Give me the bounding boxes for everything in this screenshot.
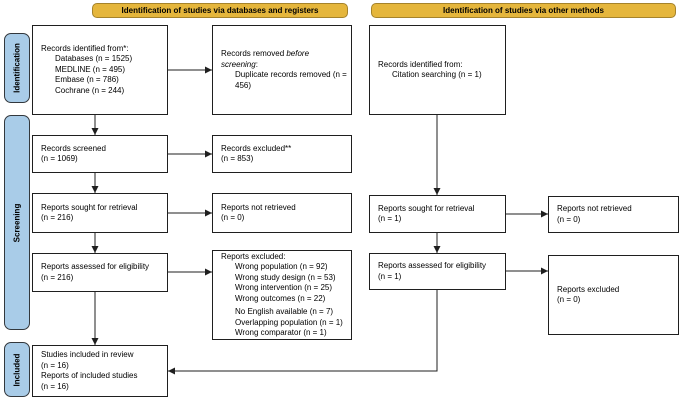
box-text-line: (n = 16) — [41, 360, 69, 370]
box-text-line: Wrong population (n = 92) — [235, 262, 328, 271]
box-text-line: (n = 0) — [221, 213, 245, 222]
box-text-line: Citation searching (n = 1) — [392, 70, 482, 79]
stage-bar-identification: Identification — [4, 33, 30, 103]
box-text-line: (n = 853) — [221, 154, 254, 163]
box-reports-assessed: Reports assessed for eligibility(n = 216… — [32, 253, 168, 292]
box-text-line: Records identified from: — [378, 59, 463, 69]
box-text-line: No English available (n = 7) — [235, 307, 334, 316]
box-text-line: (n = 216) — [41, 272, 74, 282]
box-reports-sought: Reports sought for retrieval(n = 216) — [32, 193, 168, 233]
box-records-screened: Records screened(n = 1069) — [32, 135, 168, 173]
box-text-line: Databases (n = 1525) — [55, 54, 133, 64]
box-studies-included: Studies included in review(n = 16)Report… — [32, 345, 168, 397]
box-text-line: Reports not retrieved — [221, 202, 296, 212]
box-text-line: Wrong comparator (n = 1) — [235, 328, 327, 337]
box-text-line: Records removed before — [221, 49, 310, 58]
box-text-line: Reports assessed for eligibility — [41, 262, 150, 271]
box-text-line: Duplicate records removed (n = — [235, 70, 347, 79]
stage-label-identification: Identification — [12, 43, 22, 93]
box-text-line: Records identified from*: — [41, 43, 129, 53]
stage-bar-screening: Screening — [4, 115, 30, 330]
box-text-line: screening: — [221, 59, 258, 69]
box-reports-not-retrieved: Reports not retrieved(n = 0) — [212, 193, 352, 233]
box-text-line: Embase (n = 786) — [55, 75, 119, 85]
box-text-line: (n = 16) — [41, 381, 69, 391]
box-reports-not-retrieved-other: Reports not retrieved(n = 0) — [548, 196, 679, 233]
box-reports-excluded-other: Reports excluded(n = 0) — [548, 255, 679, 335]
box-text-line: (n = 1069) — [41, 154, 78, 163]
box-reports-assessed-other: Reports assessed for eligibility(n = 1) — [369, 253, 506, 290]
box-text-line: (n = 216) — [41, 213, 74, 222]
box-text-line: Reports not retrieved — [557, 204, 632, 213]
box-text-line: Reports of included studies — [41, 371, 138, 380]
box-text-line: Wrong intervention (n = 25) — [235, 283, 333, 292]
box-reports-sought-other: Reports sought for retrieval(n = 1) — [369, 195, 506, 233]
box-records-identified: Records identified from*:Databases (n = … — [32, 25, 168, 115]
stage-label-included: Included — [12, 353, 22, 386]
stage-bar-included: Included — [4, 342, 30, 397]
box-text-line: Records excluded** — [221, 143, 292, 153]
box-text-line: (n = 1) — [378, 214, 402, 223]
box-text-line: Reports sought for retrieval — [378, 203, 475, 213]
box-text-line: 456) — [235, 80, 252, 90]
box-text-line: Records screened — [41, 143, 106, 153]
box-text-line: Reports excluded: — [221, 251, 286, 261]
header-other-methods: Identification of studies via other meth… — [371, 3, 676, 18]
box-text-line: Reports excluded — [557, 284, 620, 294]
box-text-line: Studies included in review — [41, 350, 134, 359]
box-text-line: Overlapping population (n = 1) — [235, 317, 343, 327]
box-text-line: Wrong study design (n = 53) — [235, 272, 336, 282]
box-text-line: Wrong outcomes (n = 22) — [235, 293, 326, 303]
header-databases-registers: Identification of studies via databases … — [92, 3, 348, 18]
box-text-line: MEDLINE (n = 495) — [55, 64, 126, 74]
box-text-line: (n = 0) — [557, 295, 581, 304]
box-text-line: Reports assessed for eligibility — [378, 261, 487, 270]
box-records-excluded: Records excluded**(n = 853) — [212, 135, 352, 173]
box-text-line: Cochrane (n = 244) — [55, 85, 125, 95]
box-reports-excluded-reasons: Reports excluded:Wrong population (n = 9… — [212, 250, 352, 340]
stage-label-screening: Screening — [12, 203, 22, 242]
box-records-identified-other: Records identified from:Citation searchi… — [369, 25, 506, 115]
box-text-line: Reports sought for retrieval — [41, 202, 138, 212]
box-text-line: (n = 0) — [557, 214, 581, 224]
box-text-line: (n = 1) — [378, 271, 402, 281]
